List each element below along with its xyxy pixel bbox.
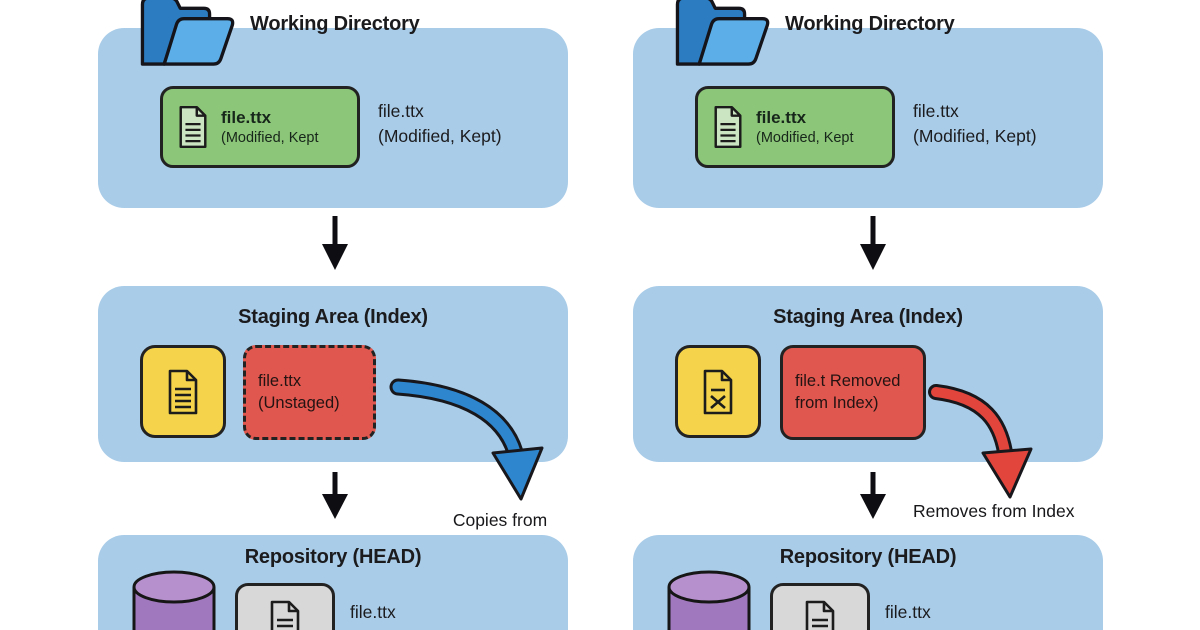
- file-name: file.ttx: [221, 107, 272, 127]
- document-icon: [168, 369, 198, 414]
- database-cylinder-icon: [132, 570, 216, 630]
- document-icon: [270, 600, 300, 630]
- annotation-line: file.ttx: [378, 101, 424, 121]
- file-card-unstaged: file.ttx (Unstaged): [243, 345, 376, 440]
- repository-title: Repository (HEAD): [244, 546, 422, 568]
- staged-file-tile: [140, 345, 226, 438]
- working-directory-title: Working Directory: [250, 13, 420, 35]
- document-icon: [179, 105, 207, 149]
- file-name: file.ttx: [258, 372, 302, 391]
- document-x-icon: [703, 369, 733, 414]
- working-directory-annotation: file.ttx (Modified, Kept): [913, 99, 1037, 150]
- annotation-line: (Committed version): [885, 625, 1043, 630]
- annotation-line: (Modified, Kept): [913, 126, 1037, 147]
- repository-title: Repository (HEAD): [779, 546, 957, 568]
- panel-reset-remove: Working Directory file.ttx (Modified, Ke…: [633, 0, 1103, 630]
- committed-file-tile: [770, 583, 870, 630]
- file-card-modified: file.ttx (Modified, Kept: [695, 86, 895, 168]
- repository-annotation: file.ttx (Committed version): [350, 599, 508, 630]
- file-card-text: file.ttx (Modified, Kept: [756, 107, 854, 148]
- file-card-text: file.ttx (Modified, Kept: [221, 107, 319, 148]
- working-directory-annotation: file.ttx (Modified, Kept): [378, 99, 502, 150]
- database-cylinder-icon: [667, 570, 751, 630]
- file-status: from Index): [795, 393, 879, 412]
- working-directory-title: Working Directory: [785, 13, 955, 35]
- annotation-line: file.ttx: [913, 101, 959, 121]
- staging-area-title: Staging Area (Index): [773, 306, 963, 328]
- annotation-line: file.ttx: [350, 602, 396, 622]
- remove-arrow-label: Removes from Index: [913, 501, 1075, 521]
- annotation-line: file.ttx: [885, 602, 931, 622]
- document-icon: [805, 600, 835, 630]
- annotation-line: (Committed version): [350, 625, 508, 630]
- folder-open-icon: [675, 0, 770, 66]
- label-line: Copies from: [452, 510, 548, 530]
- file-status: (Modified, Kept: [756, 129, 854, 146]
- file-card-removed: file.t Removed from Index): [780, 345, 926, 440]
- file-name: file.ttx: [756, 107, 807, 127]
- annotation-line: (Modified, Kept): [378, 126, 502, 147]
- file-card-text: file.ttx (Unstaged): [258, 371, 340, 414]
- folder-open-icon: [140, 0, 235, 66]
- repository-annotation: file.ttx (Committed version): [885, 599, 1043, 630]
- file-status: (Unstaged): [258, 393, 340, 412]
- document-icon: [714, 105, 742, 149]
- staging-area-title: Staging Area (Index): [238, 306, 428, 328]
- file-name: file.t Removed: [795, 372, 901, 391]
- panel-reset-keep: Working Directory file.ttx (Modified, Ke…: [98, 0, 568, 630]
- file-card-modified: file.ttx (Modified, Kept: [160, 86, 360, 168]
- committed-file-tile: [235, 583, 335, 630]
- file-status: (Modified, Kept: [221, 129, 319, 146]
- removed-file-tile: [675, 345, 761, 438]
- file-card-text: file.t Removed from Index): [795, 371, 900, 414]
